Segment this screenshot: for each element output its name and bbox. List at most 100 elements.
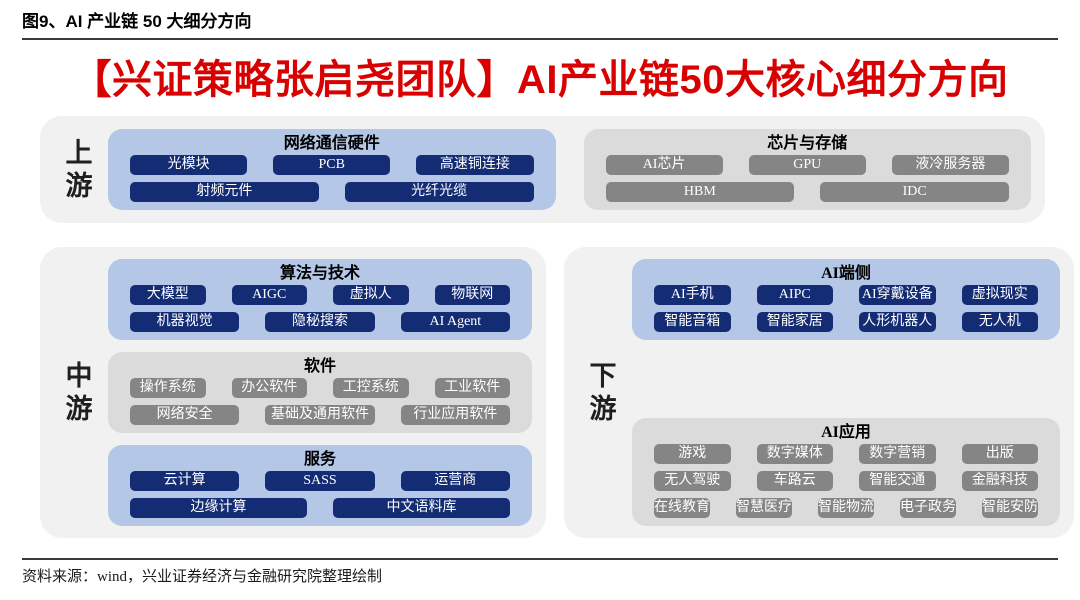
chip: 智慧医疗 (736, 498, 792, 518)
chip: 中文语料库 (333, 498, 510, 518)
chip: 机器视觉 (130, 312, 240, 332)
chip-row: 光模块 PCB 高速铜连接 (130, 155, 534, 175)
chip-rows: 大模型 AIGC 虚拟人 物联网机器视觉 隐秘搜索 AI Agent (130, 285, 510, 332)
group-services: 服务云计算 SASS 运营商边缘计算 中文语料库 (108, 445, 532, 526)
chip-row: 在线教育 智慧医疗 智能物流 电子政务 智能安防 (654, 498, 1038, 518)
group-title: AI端侧 (821, 265, 871, 282)
chip: 电子政务 (900, 498, 956, 518)
mid-downstream-row: 中游 算法与技术大模型 AIGC 虚拟人 物联网机器视觉 隐秘搜索 AI Agent 软件操… (40, 247, 1074, 538)
chip-rows: 操作系统 办公软件 工控系统 工业软件网络安全 基础及通用软件 行业应用软件 (130, 378, 510, 425)
group-title: 算法与技术 (279, 265, 360, 282)
chip: 高速铜连接 (416, 155, 534, 175)
chip: 在线教育 (654, 498, 710, 518)
chip-rows: AI手机 AIPC AI穿戴设备 虚拟现实智能音箱 智能家居 人形机器人 无人机 (654, 285, 1038, 332)
group-title: 芯片与存储 (767, 135, 848, 152)
chip-row: 射频元件 光纤光缆 (130, 182, 534, 202)
chip: 数字营销 (859, 444, 936, 464)
chip: 智能交通 (859, 471, 936, 491)
chip: HBM (605, 182, 795, 202)
chip: 智能物流 (818, 498, 874, 518)
chip: 运营商 (400, 471, 510, 491)
chip-rows: 游戏 数字媒体 数字营销 出版无人驾驶 车路云 智能交通 金融科技在线教育 智慧医疗 智能物流 电… (654, 444, 1038, 518)
group-software: 软件操作系统 办公软件 工控系统 工业软件网络安全 基础及通用软件 行业应用软件 (108, 352, 532, 433)
chip-row: 无人驾驶 车路云 智能交通 金融科技 (654, 471, 1038, 491)
chip-row: 机器视觉 隐秘搜索 AI Agent (130, 312, 510, 332)
chip-rows: 光模块 PCB 高速铜连接射频元件 光纤光缆 (130, 155, 534, 202)
chip: 工业软件 (434, 378, 510, 398)
chip: 光模块 (130, 155, 248, 175)
figure-title: 图9、AI 产业链 50 大细分方向 (22, 12, 252, 31)
chip: 智能安防 (982, 498, 1038, 518)
chip-rows: AI芯片 GPU 液冷服务器 HBM IDC (605, 155, 1010, 202)
chip: GPU (748, 155, 866, 175)
chip: 虚拟现实 (961, 285, 1038, 305)
chip: 工控系统 (333, 378, 409, 398)
chip: 大模型 (130, 285, 206, 305)
chip: 隐秘搜索 (265, 312, 375, 332)
chip: 液冷服务器 (891, 155, 1010, 175)
chip: 车路云 (756, 471, 833, 491)
chip: 虚拟人 (333, 285, 409, 305)
chip: 边缘计算 (130, 498, 307, 518)
stage-midstream: 中游 算法与技术大模型 AIGC 虚拟人 物联网机器视觉 隐秘搜索 AI Agent 软件操… (40, 247, 546, 538)
figure-footer: 资料来源：wind，兴业证券经济与金融研究院整理绘制 (22, 558, 1058, 588)
chip: 智能家居 (756, 312, 833, 332)
chip: 人形机器人 (859, 312, 936, 332)
stage-label-upstream: 上游 (65, 138, 93, 201)
chip-row: AI芯片 GPU 液冷服务器 (605, 155, 1010, 175)
chip: AIPC (756, 285, 833, 305)
chip-row: 边缘计算 中文语料库 (130, 498, 510, 518)
chip: 出版 (961, 444, 1038, 464)
midstream-groups: 算法与技术大模型 AIGC 虚拟人 物联网机器视觉 隐秘搜索 AI Agent 软件操作系统… (108, 259, 532, 526)
chip: 智能音箱 (654, 312, 731, 332)
chip: AI Agent (400, 312, 510, 332)
chip: 网络安全 (130, 405, 240, 425)
chip: AIGC (231, 285, 307, 305)
chip: AI穿戴设备 (859, 285, 936, 305)
industry-chain-diagram: 上游 网络通信硬件光模块 PCB 高速铜连接射频元件 光纤光缆 芯片与存储 AI芯片 GPU… (40, 116, 1074, 538)
stage-label-downstream: 下游 (589, 361, 617, 424)
chip-row: 网络安全 基础及通用软件 行业应用软件 (130, 405, 510, 425)
stage-upstream: 上游 网络通信硬件光模块 PCB 高速铜连接射频元件 光纤光缆 芯片与存储 AI芯片 GPU… (40, 116, 1045, 223)
chip: AI芯片 (605, 155, 723, 175)
chip: PCB (273, 155, 391, 175)
group-chips-storage: 芯片与存储 AI芯片 GPU 液冷服务器 HBM IDC (583, 129, 1031, 210)
header-divider (22, 38, 1058, 40)
group-title: 软件 (303, 358, 336, 375)
chip: 射频元件 (130, 182, 319, 202)
chip: 基础及通用软件 (265, 405, 375, 425)
chip: AI手机 (654, 285, 731, 305)
chip: 物联网 (434, 285, 510, 305)
chip-row: HBM IDC (605, 182, 1009, 202)
chip-rows: 云计算 SASS 运营商边缘计算 中文语料库 (130, 471, 510, 518)
chip-row: 大模型 AIGC 虚拟人 物联网 (130, 285, 510, 305)
group-title: AI应用 (821, 424, 871, 441)
chip: SASS (265, 471, 375, 491)
group-title: 服务 (303, 451, 336, 468)
chip-row: 智能音箱 智能家居 人形机器人 无人机 (654, 312, 1038, 332)
chip: 操作系统 (130, 378, 206, 398)
upstream-groups: 网络通信硬件光模块 PCB 高速铜连接射频元件 光纤光缆 芯片与存储 AI芯片 GPU 液冷服… (108, 129, 1031, 210)
chip: 无人驾驶 (654, 471, 731, 491)
chip: 数字媒体 (756, 444, 833, 464)
footer-divider (22, 558, 1058, 560)
group-ai-edge-devices: AI端侧 AI手机 AIPC AI穿戴设备 虚拟现实智能音箱 智能家居 人形机器人 无人机 (632, 259, 1060, 340)
stage-label-midstream: 中游 (65, 361, 93, 424)
chip: 行业应用软件 (400, 405, 510, 425)
chip: 办公软件 (231, 378, 307, 398)
chip: 云计算 (130, 471, 240, 491)
chip: 光纤光缆 (344, 182, 534, 202)
chip-row: 操作系统 办公软件 工控系统 工业软件 (130, 378, 510, 398)
chip: IDC (820, 182, 1009, 202)
group-algorithms-tech: 算法与技术大模型 AIGC 虚拟人 物联网机器视觉 隐秘搜索 AI Agent (108, 259, 532, 340)
group-ai-applications: AI应用游戏 数字媒体 数字营销 出版无人驾驶 车路云 智能交通 金融科技在线教育 智慧医疗 智… (632, 418, 1060, 526)
chip: 游戏 (654, 444, 731, 464)
group-title: 网络通信硬件 (283, 135, 380, 152)
group-network-comm-hardware: 网络通信硬件光模块 PCB 高速铜连接射频元件 光纤光缆 (108, 129, 556, 210)
chip: 金融科技 (961, 471, 1038, 491)
chip-row: 游戏 数字媒体 数字营销 出版 (654, 444, 1038, 464)
chip: 无人机 (961, 312, 1038, 332)
